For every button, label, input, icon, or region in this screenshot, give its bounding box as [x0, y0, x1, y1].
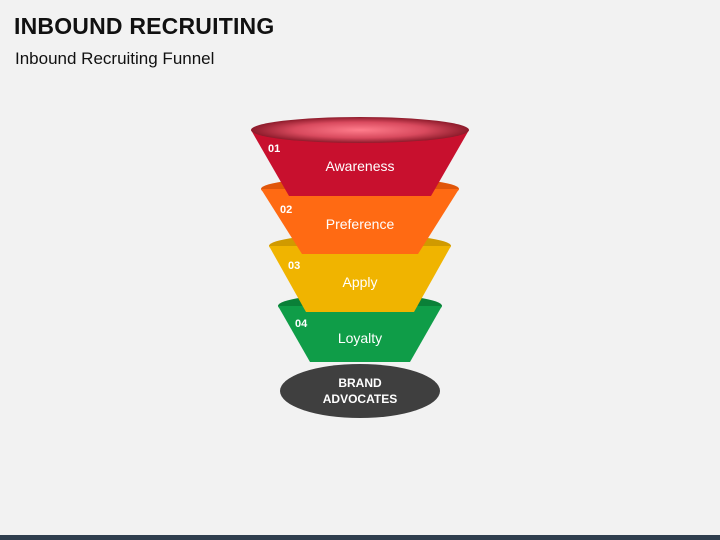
stage-label: Apply: [342, 274, 377, 290]
stage-number: 02: [280, 204, 292, 216]
stage-body: [278, 306, 442, 362]
outcome-ellipse: [280, 364, 440, 418]
brand-advocates-badge: BRAND ADVOCATES: [280, 364, 440, 418]
footer-bar: [0, 535, 720, 540]
stage-number: 01: [268, 143, 280, 155]
stage-rim: [251, 117, 469, 143]
slide-title: INBOUND RECRUITING: [14, 13, 275, 39]
funnel-stage-awareness: 01 Awareness: [251, 117, 469, 196]
stage-number: 04: [295, 318, 308, 330]
stage-label: Preference: [326, 216, 395, 232]
outcome-line-1: BRAND: [338, 376, 382, 390]
stage-label: Awareness: [325, 158, 394, 174]
stage-body: [261, 189, 459, 254]
stage-label: Loyalty: [338, 330, 382, 346]
slide-subtitle: Inbound Recruiting Funnel: [15, 49, 215, 68]
stage-body: [251, 130, 469, 196]
outcome-line-2: ADVOCATES: [323, 392, 397, 406]
stage-number: 03: [288, 260, 300, 272]
stage-body: [269, 246, 451, 312]
